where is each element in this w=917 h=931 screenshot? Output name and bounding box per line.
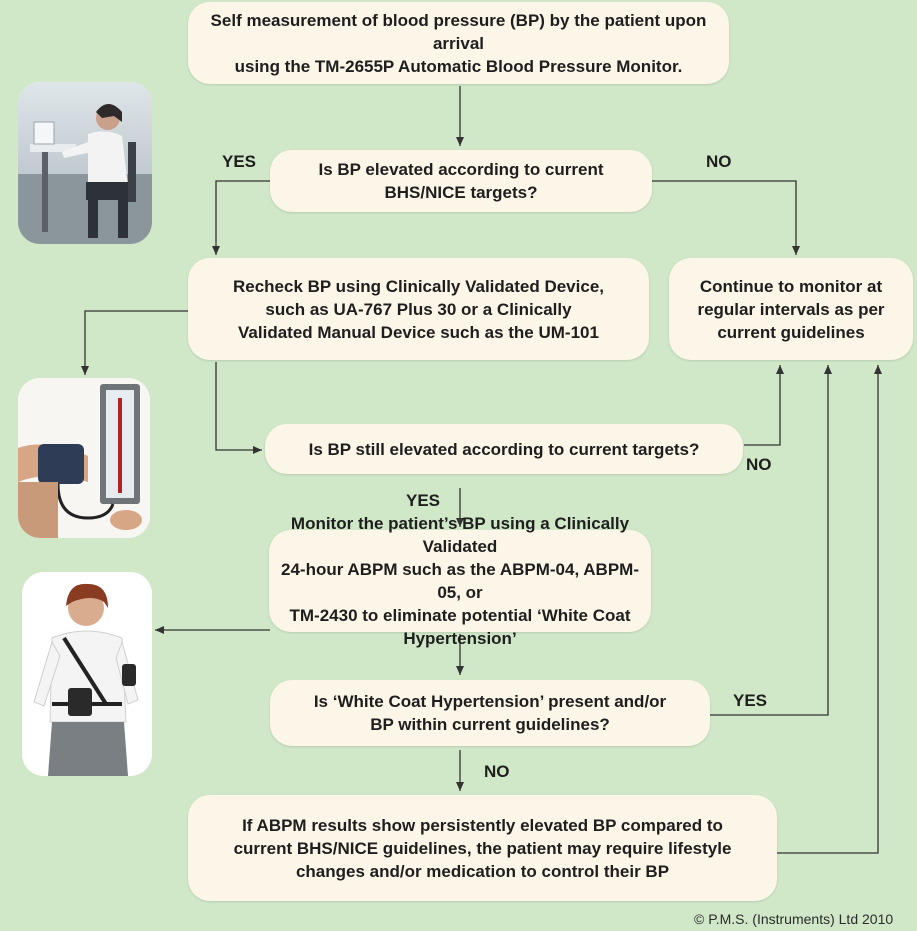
manual-bp-measurement-photo	[18, 378, 150, 538]
no-label-elevated: NO	[706, 152, 732, 171]
no-label-white-coat: NO	[484, 762, 510, 781]
no-label-still-elevated: NO	[746, 455, 772, 474]
yes-label-still-elevated: YES	[406, 491, 441, 510]
arrow-no-to-continue	[649, 180, 800, 255]
arrow-recheck-to-photo	[81, 310, 188, 375]
copyright-text: © P.M.S. (Instruments) Ltd 2010	[694, 911, 894, 927]
patient-seated-photo	[18, 82, 152, 244]
arrow-yes-to-recheck	[212, 180, 275, 255]
arrow-recheck-to-question	[215, 362, 262, 454]
white-coat-question-box: Is ‘White Coat Hypertension’ present and…	[270, 680, 710, 746]
yes-label-white-coat: YES	[733, 691, 768, 710]
self-measurement-box: Self measurement of blood pressure (BP) …	[188, 2, 729, 84]
recheck-bp-box: Recheck BP using Clinically Validated De…	[188, 258, 649, 360]
arrow-still-no-to-continue	[744, 365, 784, 446]
continue-monitor-box: Continue to monitor at regular intervals…	[669, 258, 913, 360]
abpm-monitor-box: Monitor the patient’s BP using a Clinica…	[269, 514, 651, 648]
bp-still-elevated-question-box: Is BP still elevated according to curren…	[265, 424, 743, 474]
yes-label-elevated: YES	[222, 152, 257, 171]
woman-wearing-abpm-photo	[22, 572, 152, 776]
final-advice-box: If ABPM results show persistently elevat…	[188, 795, 777, 901]
bp-elevated-question-box: Is BP elevated according to current BHS/…	[270, 150, 652, 212]
arrow-final-to-continue	[777, 365, 882, 854]
arrow-whitecoat-yes-to-continue	[710, 365, 832, 716]
